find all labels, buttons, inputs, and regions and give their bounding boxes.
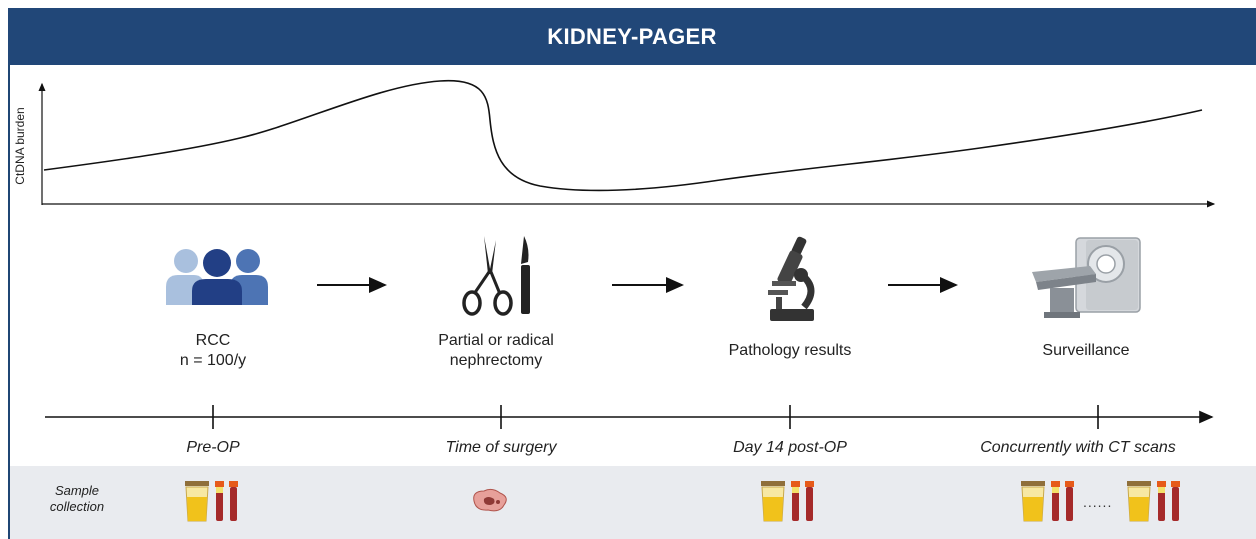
timeline-label-concurrent: Concurrently with CT scans <box>980 439 1176 457</box>
step-rcc-label: RCC n = 100/y <box>180 331 246 371</box>
microscope-icon <box>766 235 818 325</box>
step-pathology-label: Pathology results <box>729 341 852 361</box>
patients-group-icon <box>164 247 270 305</box>
step-surveillance-label: Surveillance <box>1042 341 1129 361</box>
step-nephrectomy-label: Partial or radical nephrectomy <box>438 331 554 371</box>
timeline-label-day14: Day 14 post-OP <box>733 439 847 457</box>
sample-collection-label: Sample collection <box>42 483 112 515</box>
urine-and-blood-samples-icon <box>184 479 244 523</box>
step-nephrectomy-line-1: Partial or radical <box>438 331 554 351</box>
urine-and-blood-samples-icon <box>1126 479 1186 523</box>
timeline-label-pre-op: Pre-OP <box>186 439 239 457</box>
ct-scanner-icon <box>1030 236 1142 320</box>
step-rcc-line-1: RCC <box>180 331 246 351</box>
timeline-label-surgery: Time of surgery <box>446 439 557 457</box>
tissue-sample-icon <box>470 487 510 513</box>
ctdna-curve <box>44 81 1202 191</box>
surgical-instruments-icon <box>458 234 536 316</box>
step-nephrectomy-line-2: nephrectomy <box>438 351 554 371</box>
urine-and-blood-samples-icon <box>1020 479 1080 523</box>
urine-and-blood-samples-icon <box>760 479 820 523</box>
ellipsis-dots: ...... <box>1083 494 1112 510</box>
step-rcc-line-2: n = 100/y <box>180 351 246 371</box>
